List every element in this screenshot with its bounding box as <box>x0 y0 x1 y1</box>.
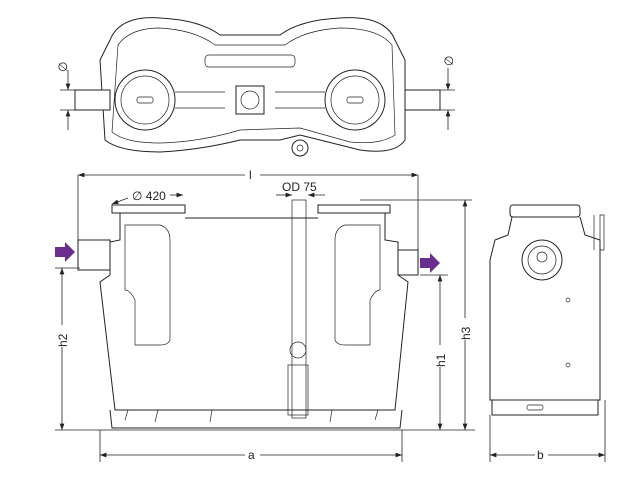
a-label: a <box>248 448 255 462</box>
top-view: ∅ ∅ <box>56 17 456 157</box>
front-view: l OD 75 ∅ 420 h2 <box>55 168 475 462</box>
h3-label: h3 <box>459 326 473 340</box>
inlet-pipe-top <box>74 89 111 111</box>
outlet-pipe-top <box>404 89 441 111</box>
pipe-od-label: OD 75 <box>282 180 317 194</box>
outlet-pipe <box>397 249 419 276</box>
inlet-pipe <box>77 239 111 271</box>
h1-label: h1 <box>434 353 448 367</box>
cover-diameter-label: ∅ 420 <box>132 189 166 203</box>
inflow-arrow-icon <box>55 242 75 262</box>
length-label: l <box>249 168 252 182</box>
inlet-diameter-label: ∅ <box>56 62 70 72</box>
b-label: b <box>537 448 544 462</box>
top-view-small-port <box>291 139 309 157</box>
outlet-diameter-label: ∅ <box>442 56 456 66</box>
side-view: b <box>489 204 606 462</box>
outflow-arrow-icon <box>420 253 440 273</box>
h2-label: h2 <box>56 333 70 347</box>
